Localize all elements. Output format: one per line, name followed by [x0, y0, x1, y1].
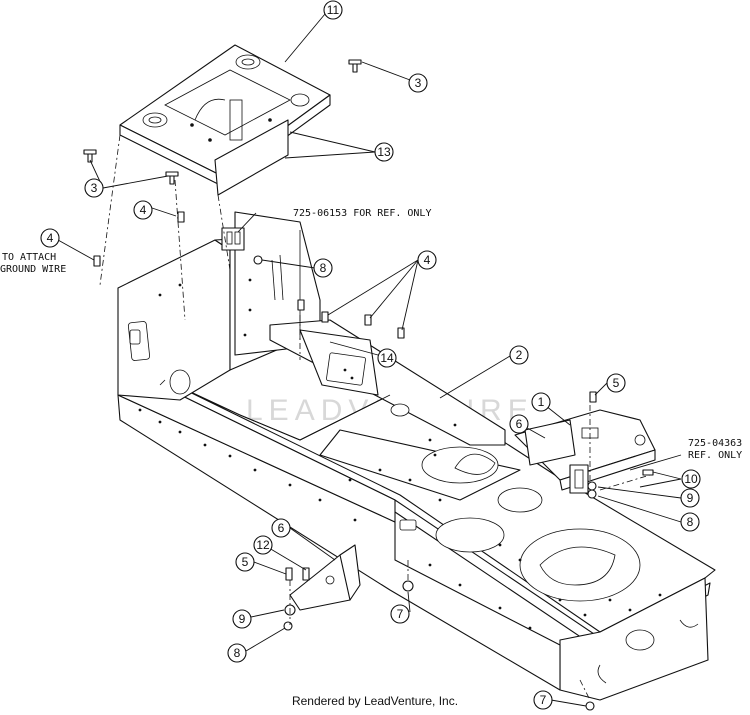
callout-8-lower: 8	[227, 643, 247, 663]
callout-9-lower: 9	[232, 609, 252, 629]
note-to-attach: TO ATTACH	[2, 252, 56, 263]
callout-label: 8	[687, 515, 694, 529]
callout-label: 7	[540, 693, 547, 707]
callout-label: 12	[256, 538, 270, 552]
callout-label: 7	[397, 607, 404, 621]
seat-pan	[119, 44, 331, 196]
callout-label: 8	[320, 261, 327, 275]
callout-6-lower: 6	[271, 518, 291, 538]
callout-1: 1	[531, 392, 551, 412]
callout-label: 10	[684, 472, 698, 486]
callout-9-right: 9	[680, 488, 700, 508]
callout-4-upper: 4	[133, 200, 153, 220]
note-ground-wire: GROUND WIRE	[0, 264, 66, 275]
callout-label: 1	[538, 395, 545, 409]
callout-label: 3	[91, 181, 98, 195]
callout-8-upper: 8	[313, 258, 333, 278]
callout-14: 14	[377, 348, 397, 368]
callout-label: 6	[516, 417, 523, 431]
callout-label: 3	[415, 76, 422, 90]
callout-11: 11	[323, 0, 343, 20]
assembly-lines	[99, 134, 651, 701]
note-725-04363: 725-04363	[688, 438, 742, 449]
callout-5-lower: 5	[235, 552, 255, 572]
note-ref-only: REF. ONLY	[688, 450, 742, 461]
switch-bracket-assembly	[514, 409, 656, 494]
callout-label: 4	[47, 231, 54, 245]
callout-label: 4	[140, 203, 147, 217]
callout-6-right: 6	[509, 414, 529, 434]
callout-label: 9	[239, 612, 246, 626]
callout-label: 4	[424, 253, 431, 267]
callout-13: 13	[374, 142, 394, 162]
callout-label: 5	[242, 555, 249, 569]
leader-lines	[57, 13, 682, 707]
footer-credit: Rendered by LeadVenture, Inc.	[291, 694, 459, 708]
lower-bracket	[289, 544, 361, 611]
callout-label: 5	[613, 376, 620, 390]
callout-12: 12	[253, 535, 273, 555]
callout-5-right: 5	[606, 373, 626, 393]
callout-4-ground: 4	[40, 228, 60, 248]
main-frame	[117, 211, 716, 701]
callout-10: 10	[681, 469, 701, 489]
callout-label: 11	[327, 3, 340, 17]
callout-label: 13	[377, 145, 391, 159]
note-725-06153: 725-06153 FOR REF. ONLY	[293, 208, 431, 219]
callout-label: 9	[687, 491, 694, 505]
callout-7-bottom: 7	[533, 690, 553, 710]
callout-7-middle: 7	[390, 604, 410, 624]
callout-3-top: 3	[408, 73, 428, 93]
callout-label: 2	[516, 348, 523, 362]
callout-3-left: 3	[84, 178, 104, 198]
callout-4-right: 4	[417, 250, 437, 270]
hardware	[83, 59, 654, 711]
callout-label: 6	[278, 521, 285, 535]
callout-8-right: 8	[680, 512, 700, 532]
callout-2: 2	[509, 345, 529, 365]
callout-label: 14	[380, 351, 394, 365]
callout-label: 8	[234, 646, 241, 660]
